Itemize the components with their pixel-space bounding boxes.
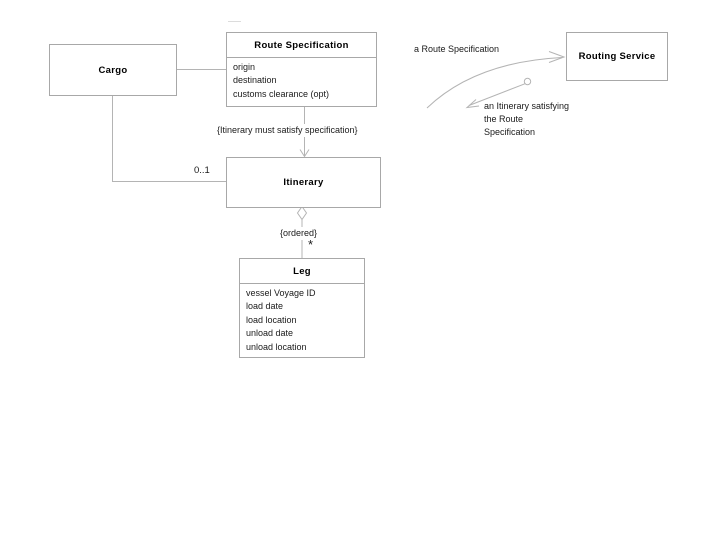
class-leg-title: Leg: [240, 259, 364, 284]
constraint-itinerary-satisfy-label: {Itinerary must satisfy specification}: [215, 124, 360, 137]
class-itinerary: Itinerary: [226, 157, 381, 208]
class-route-specification: Route Specification origin destination c…: [226, 32, 377, 107]
open-arrowhead-icon: [548, 51, 566, 63]
annotation-arrow-itinerary: [465, 77, 532, 109]
constraint-ordered-label: {ordered}: [278, 227, 320, 240]
attribute-unload-date: unload date: [246, 328, 294, 339]
attribute-origin: origin: [233, 62, 256, 72]
itinerary-annotation-label: an Itinerary satisfying the Route Specif…: [484, 100, 569, 139]
class-routing-service-title: Routing Service: [578, 51, 656, 62]
attribute-customs-clearance: customs clearance (opt): [233, 88, 330, 99]
attribute-load-location: load location: [246, 314, 297, 325]
class-leg-attributes: vessel Voyage ID load date load location…: [240, 284, 364, 357]
class-route-specification-title: Route Specification: [227, 33, 376, 58]
open-arrowhead-icon: [299, 149, 310, 158]
multiplicity-0-1-label: 0..1: [194, 165, 210, 176]
attribute-load-date: load date: [246, 301, 284, 312]
attribute-destination: destination: [233, 75, 277, 86]
aggregation-diamond-icon: [296, 205, 308, 221]
class-itinerary-title: Itinerary: [283, 177, 324, 188]
association-cargo-itinerary: [112, 95, 226, 182]
annotation-arrow-route-spec: [426, 51, 566, 109]
class-cargo-title: Cargo: [98, 64, 128, 76]
curved-arrow-line: [426, 57, 563, 109]
class-cargo: Cargo: [49, 44, 177, 96]
route-spec-annotation-label: a Route Specification: [414, 44, 500, 54]
attribute-vessel-voyage-id: vessel Voyage ID: [246, 288, 316, 298]
class-routing-service: Routing Service: [566, 32, 668, 81]
multiplicity-star-label: *: [308, 237, 314, 252]
itinerary-annotation-line3: Specification: [484, 127, 536, 137]
class-route-specification-attributes: origin destination customs clearance (op…: [227, 58, 376, 106]
arrow-line: [468, 83, 525, 106]
attribute-unload-location: unload location: [246, 341, 307, 352]
open-arrowhead-icon: [465, 99, 480, 109]
circle-origin-icon: [523, 77, 532, 86]
itinerary-annotation-line2: the Route: [484, 114, 524, 124]
class-leg: Leg vessel Voyage ID load date load loca…: [239, 258, 365, 358]
itinerary-annotation-line1: an Itinerary satisfying: [484, 101, 570, 111]
